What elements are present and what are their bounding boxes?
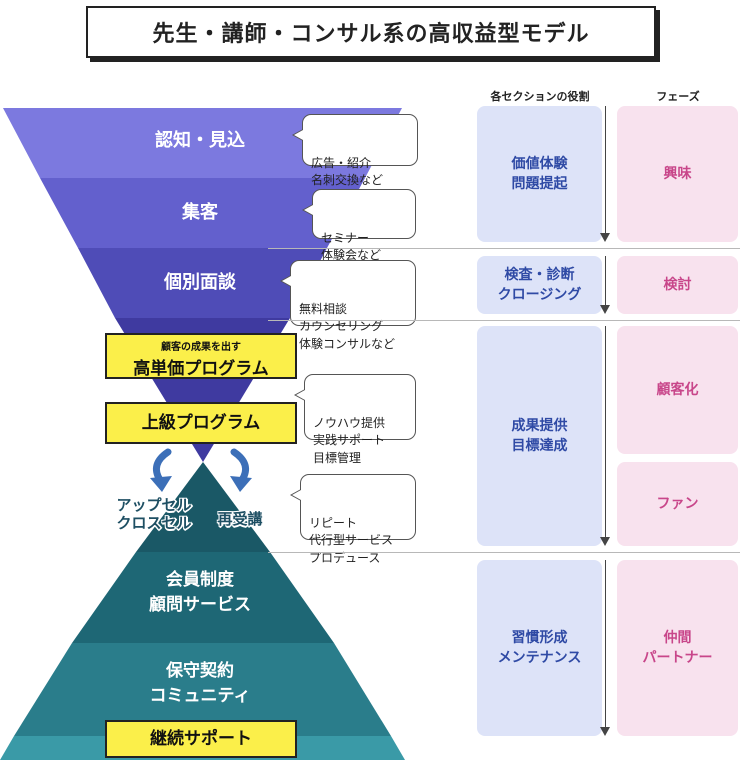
bubble-tail — [292, 129, 303, 141]
bubble-tail — [294, 389, 305, 401]
high-price-caption: 顧客の成果を出す — [161, 342, 241, 353]
bubble-interview: 無料相談 カウンセリング 体験コンサルなど — [280, 260, 416, 351]
upsell-crosssell-label: アップセル クロスセル — [116, 496, 192, 532]
high-price-program-box: 顧客の成果を出す 高単価プログラム — [105, 333, 297, 379]
bubble-tail — [290, 489, 301, 501]
section-divider — [268, 320, 740, 321]
role-box-diagnosis-closing: 検査・診断 クロージング — [477, 256, 602, 314]
section-divider — [268, 248, 740, 249]
advanced-program-box: 上級プログラム — [105, 402, 297, 444]
role-box-habit: 習慣形成 メンテナンス — [477, 560, 602, 736]
phase-box-interest: 興味 — [617, 106, 738, 242]
bubble-interview-text: 無料相談 カウンセリング 体験コンサルなど — [299, 301, 396, 351]
section-divider — [268, 552, 740, 553]
bubble-program: ノウハウ提供 実践サポート 目標管理 — [294, 374, 416, 465]
curved-arrow-right-icon — [230, 448, 252, 492]
retake-label: 再受講 — [217, 510, 263, 528]
flow-line — [605, 326, 606, 538]
advanced-program-label: 上級プログラム — [141, 413, 261, 433]
funnel-layer-attraction — [40, 178, 365, 248]
flow-line — [605, 106, 606, 234]
page-title: 先生・講師・コンサル系の高収益型モデル — [86, 6, 656, 58]
high-price-label: 高単価プログラム — [133, 359, 269, 379]
pyramid-layer-membership — [72, 552, 334, 643]
column-header-role: 各セクションの役割 — [490, 90, 590, 103]
phase-box-consideration: 検討 — [617, 256, 738, 314]
column-header-phase: フェーズ — [656, 90, 700, 103]
arrow-down-icon — [600, 537, 610, 546]
arrow-down-icon — [600, 233, 610, 242]
bubble-repeat: リピート 代行型サービス プロデュース — [290, 474, 416, 565]
bubble-attraction-text: セミナー 体験会など — [321, 230, 382, 263]
arrow-down-icon — [600, 305, 610, 314]
bubble-attraction: セミナー 体験会など — [302, 189, 416, 262]
phase-box-fan: ファン — [617, 462, 738, 546]
flow-line — [605, 560, 606, 728]
pyramid-label-membership: 会員制度 顧問サービス — [149, 570, 251, 615]
bubble-tail — [280, 275, 291, 287]
flow-line — [605, 256, 606, 306]
pyramid-layer-top — [136, 462, 270, 552]
bubble-awareness-text: 広告・紹介 名刺交換など — [311, 155, 384, 188]
bubble-awareness: 広告・紹介 名刺交換など — [292, 114, 418, 187]
phase-box-partner: 仲間 パートナー — [617, 560, 738, 736]
curved-arrow-left-icon — [150, 448, 172, 492]
phase-box-customer: 顧客化 — [617, 326, 738, 454]
pyramid-label-maintenance: 保守契約 コミュニティ — [149, 661, 251, 706]
bubble-repeat-text: リピート 代行型サービス プロデュース — [309, 515, 394, 565]
funnel-layer-interview — [78, 248, 327, 318]
arrow-down-icon — [600, 727, 610, 736]
funnel-label-attraction: 集客 — [182, 202, 218, 223]
bubble-program-text: ノウハウ提供 実践サポート 目標管理 — [313, 415, 386, 465]
bubble-tail — [302, 204, 313, 216]
pyramid-layer-maintenance — [14, 643, 391, 736]
role-box-value-experience: 価値体験 問題提起 — [477, 106, 602, 242]
funnel-label-awareness: 認知・見込 — [155, 130, 245, 151]
continuous-support-label: 継続サポート — [150, 729, 252, 749]
funnel-label-interview: 個別面談 — [164, 272, 236, 293]
continuous-support-box: 継続サポート — [105, 720, 297, 758]
role-box-results: 成果提供 目標達成 — [477, 326, 602, 546]
